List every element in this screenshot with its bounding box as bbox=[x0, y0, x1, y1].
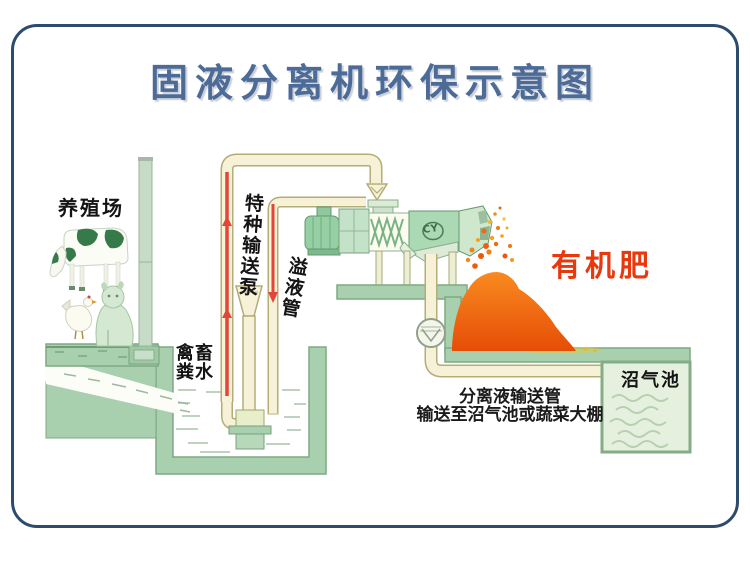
machine-inlet-funnel bbox=[365, 183, 399, 215]
chicken-illustration bbox=[61, 295, 97, 340]
caption-line-2: 输送至沼气池或蔬菜大棚 bbox=[416, 405, 604, 425]
caption-line-1: 分离液输送管 bbox=[459, 387, 561, 407]
channel-flow-lines bbox=[63, 373, 191, 413]
pool-waves bbox=[609, 394, 669, 448]
submersible-pump bbox=[221, 285, 279, 450]
dog-illustration bbox=[95, 281, 134, 347]
pipe-valve bbox=[416, 318, 446, 348]
separator-machine bbox=[304, 205, 493, 297]
cow-illustration bbox=[49, 227, 129, 291]
farm-label: 养殖场 bbox=[58, 196, 124, 220]
fertilizer-pile bbox=[452, 272, 602, 354]
discharge-pipe-caption: 分离液输送管 输送至沼气池或蔬菜大棚 bbox=[403, 388, 617, 424]
biogas-pool-label: 沼气池 bbox=[621, 370, 681, 391]
collection-pit bbox=[155, 346, 327, 475]
biogas-pool bbox=[600, 360, 692, 454]
fertilizer-spray bbox=[465, 206, 514, 269]
feed-pipe bbox=[220, 153, 383, 402]
organic-fertilizer-label: 有机肥 bbox=[551, 249, 653, 284]
overflow-pipe-graphic bbox=[267, 196, 366, 413]
machine-logo: CY bbox=[422, 222, 440, 237]
platform-marks bbox=[55, 350, 127, 358]
manure-water-label: 禽畜粪水 bbox=[176, 343, 214, 383]
liquid-discharge-pipe bbox=[424, 254, 604, 378]
diagram-title: 固液分离机环保示意图 bbox=[149, 61, 600, 105]
support-column bbox=[138, 157, 153, 347]
farm-platform bbox=[45, 343, 191, 439]
